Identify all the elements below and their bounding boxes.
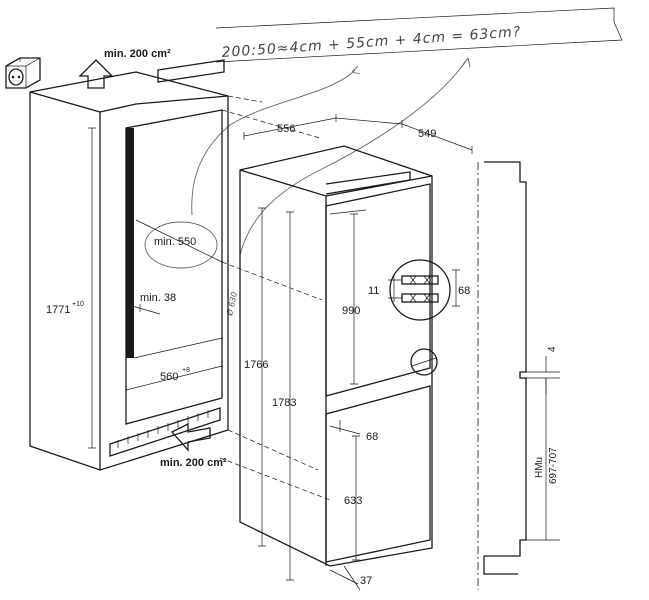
lower-hinge-detail-circle xyxy=(410,348,438,376)
niche-width-dim-line xyxy=(125,362,223,394)
side-top-gap-ext xyxy=(526,371,560,379)
cabinet-niche: 1771 +10 min. 550 min. 38 560 +8 min. 20… xyxy=(29,71,229,471)
hmu-dim-line xyxy=(526,378,560,541)
vent-bottom-label: min. 200 cm² xyxy=(160,457,227,469)
hinge-gap-dim-line xyxy=(388,276,402,302)
pencil-arrow-2 xyxy=(239,57,469,256)
hmu-range-label: 697-707 xyxy=(548,447,559,484)
vent-up-arrow-icon xyxy=(78,59,114,89)
min-gap-dim-line xyxy=(131,304,161,315)
height-body-label: 1766 xyxy=(244,359,268,371)
height-total-dim-line xyxy=(286,211,294,581)
niche-height-tol: +10 xyxy=(72,301,84,308)
lower-hinge-line xyxy=(411,357,437,367)
plinth-grille xyxy=(109,407,221,457)
handwritten-formula: 200:50≈4cm + 55cm + 4cm = 63cm? xyxy=(221,24,521,61)
plinth-grille-slots xyxy=(117,410,209,448)
door-gap-dim-line xyxy=(329,420,361,435)
hinge-screws-bottom xyxy=(409,293,431,303)
door-gap-label: 68 xyxy=(366,431,378,443)
min-depth-dim-line xyxy=(135,219,223,263)
socket-pin-right xyxy=(17,75,21,79)
cabinet-top-inner xyxy=(99,95,229,113)
projection-lines xyxy=(219,95,331,501)
lower-door-dim-line xyxy=(352,435,360,561)
niche-floor-line xyxy=(133,337,223,359)
handwritten-annotation: 200:50≈4cm + 55cm + 4cm = 63cm? Ø 630 xyxy=(144,7,623,318)
vent-in-arrow-icon xyxy=(170,422,211,452)
hmu-label: HMu xyxy=(534,457,545,478)
appliance-depth-label: 549 xyxy=(418,128,436,140)
lower-door xyxy=(325,385,431,563)
vent-top-arrow-body xyxy=(157,59,225,83)
handwritten-side-note: Ø 630 xyxy=(224,291,239,318)
hinge-screws-top xyxy=(409,275,431,285)
hinge-height-label: 68 xyxy=(458,285,470,297)
fridge-body xyxy=(239,145,433,567)
wall-socket-icon xyxy=(5,57,41,89)
hinge-detail-circle xyxy=(389,259,451,321)
min-depth-label: min. 550 xyxy=(154,236,196,248)
annotation-box xyxy=(215,7,623,63)
pencil-arrowhead-2 xyxy=(461,57,471,68)
upper-door-label: 990 xyxy=(342,305,360,317)
socket-pin-left xyxy=(11,75,15,79)
projection-bottom xyxy=(227,429,319,471)
min-gap-label: min. 38 xyxy=(140,292,176,304)
hinge-gap-label: 11 xyxy=(368,285,379,297)
niche-height-dim-line xyxy=(88,127,96,449)
side-profile: 4 HMu 697-707 xyxy=(477,161,560,590)
niche-width-label: 560 xyxy=(160,371,178,383)
projection-top-inner xyxy=(221,109,321,139)
socket-edges xyxy=(6,57,41,88)
projection-top xyxy=(227,95,263,103)
hinge-height-dim-line xyxy=(452,269,460,307)
fridge-appliance: 556 549 1766 1783 990 68 633 37 xyxy=(239,114,473,591)
projection-bottom-2 xyxy=(219,457,331,501)
appliance-width-label: 556 xyxy=(277,123,295,135)
niche-width-tol: +8 xyxy=(182,367,190,374)
bottom-offset-dim-line xyxy=(329,565,361,591)
upper-door-dim-line xyxy=(350,213,358,385)
socket-receptacle xyxy=(8,68,24,86)
cabinet-front-edge xyxy=(29,91,101,470)
pencil-circle-min-depth xyxy=(144,221,218,269)
pencil-arrowhead-1 xyxy=(351,65,361,75)
height-total-label: 1783 xyxy=(272,397,296,409)
height-body-dim-line xyxy=(258,207,266,547)
side-top-gap-label: 4 xyxy=(547,346,558,352)
bottom-offset-label: 37 xyxy=(360,575,372,587)
vent-top-label: min. 200 cm² xyxy=(104,48,171,60)
upper-door xyxy=(325,183,431,397)
appliance-depth-dim-line xyxy=(335,117,473,154)
upper-door-handle xyxy=(329,209,367,215)
projection-mid xyxy=(221,261,323,301)
lower-door-label: 633 xyxy=(344,495,362,507)
top-ventilation: min. 200 cm² xyxy=(78,48,225,89)
niche-side-panel xyxy=(126,128,134,358)
hinge-detail: 11 68 xyxy=(368,259,470,376)
pencil-arrow-1 xyxy=(191,69,356,216)
side-profile-foot xyxy=(483,556,518,575)
fridge-top-trim xyxy=(325,171,411,195)
niche-height-label: 1771 xyxy=(46,304,70,316)
side-profile-outline xyxy=(484,161,527,557)
